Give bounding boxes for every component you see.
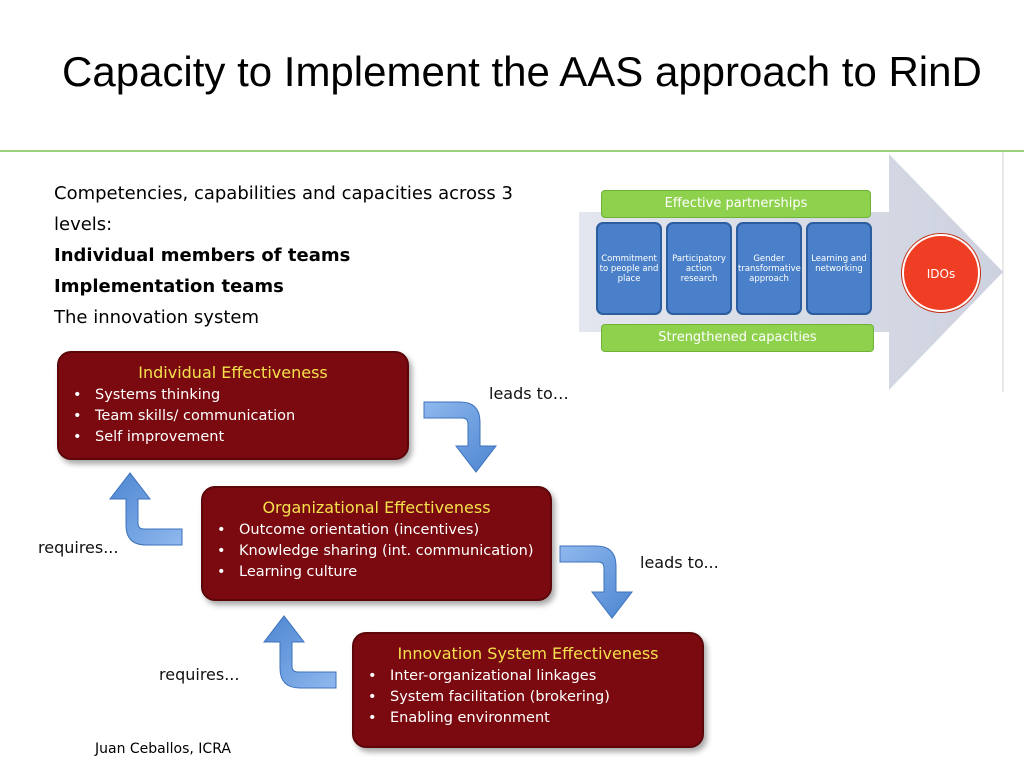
level-system-label: The innovation system bbox=[54, 307, 259, 328]
requires-label-2: requires... bbox=[159, 665, 240, 684]
individual-effectiveness-box: Individual Effectiveness Systems thinkin… bbox=[57, 351, 409, 460]
innovation-system-effectiveness-box: Innovation System Effectiveness Inter-or… bbox=[352, 632, 704, 748]
innovation-system-effectiveness-list: Inter-organizational linkages System fac… bbox=[368, 666, 702, 729]
organizational-effectiveness-title: Organizational Effectiveness bbox=[262, 498, 491, 517]
level-individual-label: Individual members of teams bbox=[54, 245, 351, 266]
strengthened-capacities-bar: Strengthened capacities bbox=[601, 324, 874, 352]
leads-to-label-2: leads to... bbox=[640, 553, 719, 572]
list-item: Outcome orientation (incentives) bbox=[217, 520, 550, 541]
list-item: Knowledge sharing (int. communication) bbox=[217, 541, 550, 562]
pillar-gender-transformative: Gender transformative approach bbox=[736, 222, 802, 315]
intro-text: Competencies, capabilities and capacitie… bbox=[54, 178, 524, 333]
individual-effectiveness-title: Individual Effectiveness bbox=[138, 363, 328, 382]
list-item: Systems thinking bbox=[73, 385, 407, 406]
effective-partnerships-bar: Effective partnerships bbox=[601, 190, 871, 218]
leads-to-label-1: leads to… bbox=[489, 384, 569, 403]
list-item: Team skills/ communication bbox=[73, 406, 407, 427]
slide-title: Capacity to Implement the AAS approach t… bbox=[62, 48, 982, 95]
organizational-effectiveness-list: Outcome orientation (incentives) Knowled… bbox=[217, 520, 550, 583]
requires-arrow-2 bbox=[262, 615, 337, 689]
pillar-learning-networking: Learning and networking bbox=[806, 222, 872, 315]
level-teams-label: Implementation teams bbox=[54, 276, 284, 297]
intro-line: Competencies, capabilities and capacitie… bbox=[54, 183, 513, 235]
aas-framework-graphic: Effective partnerships Commitment to peo… bbox=[579, 152, 1005, 392]
footer-credit: Juan Ceballos, ICRA bbox=[95, 741, 231, 757]
organizational-effectiveness-box: Organizational Effectiveness Outcome ori… bbox=[201, 486, 552, 601]
list-item: System facilitation (brokering) bbox=[368, 687, 702, 708]
leads-to-arrow-2 bbox=[559, 545, 634, 619]
pillar-participatory-research: Participatory action research bbox=[666, 222, 732, 315]
requires-label-1: requires... bbox=[38, 538, 119, 557]
leads-to-arrow-1 bbox=[423, 401, 498, 473]
idos-circle: IDOs bbox=[902, 234, 980, 312]
list-item: Inter-organizational linkages bbox=[368, 666, 702, 687]
list-item: Self improvement bbox=[73, 427, 407, 448]
pillar-commitment: Commitment to people and place bbox=[596, 222, 662, 315]
innovation-system-effectiveness-title: Innovation System Effectiveness bbox=[397, 644, 659, 663]
individual-effectiveness-list: Systems thinking Team skills/ communicat… bbox=[73, 385, 407, 448]
requires-arrow-1 bbox=[108, 472, 183, 546]
list-item: Enabling environment bbox=[368, 708, 702, 729]
title-divider bbox=[0, 150, 1024, 152]
list-item: Learning culture bbox=[217, 562, 550, 583]
